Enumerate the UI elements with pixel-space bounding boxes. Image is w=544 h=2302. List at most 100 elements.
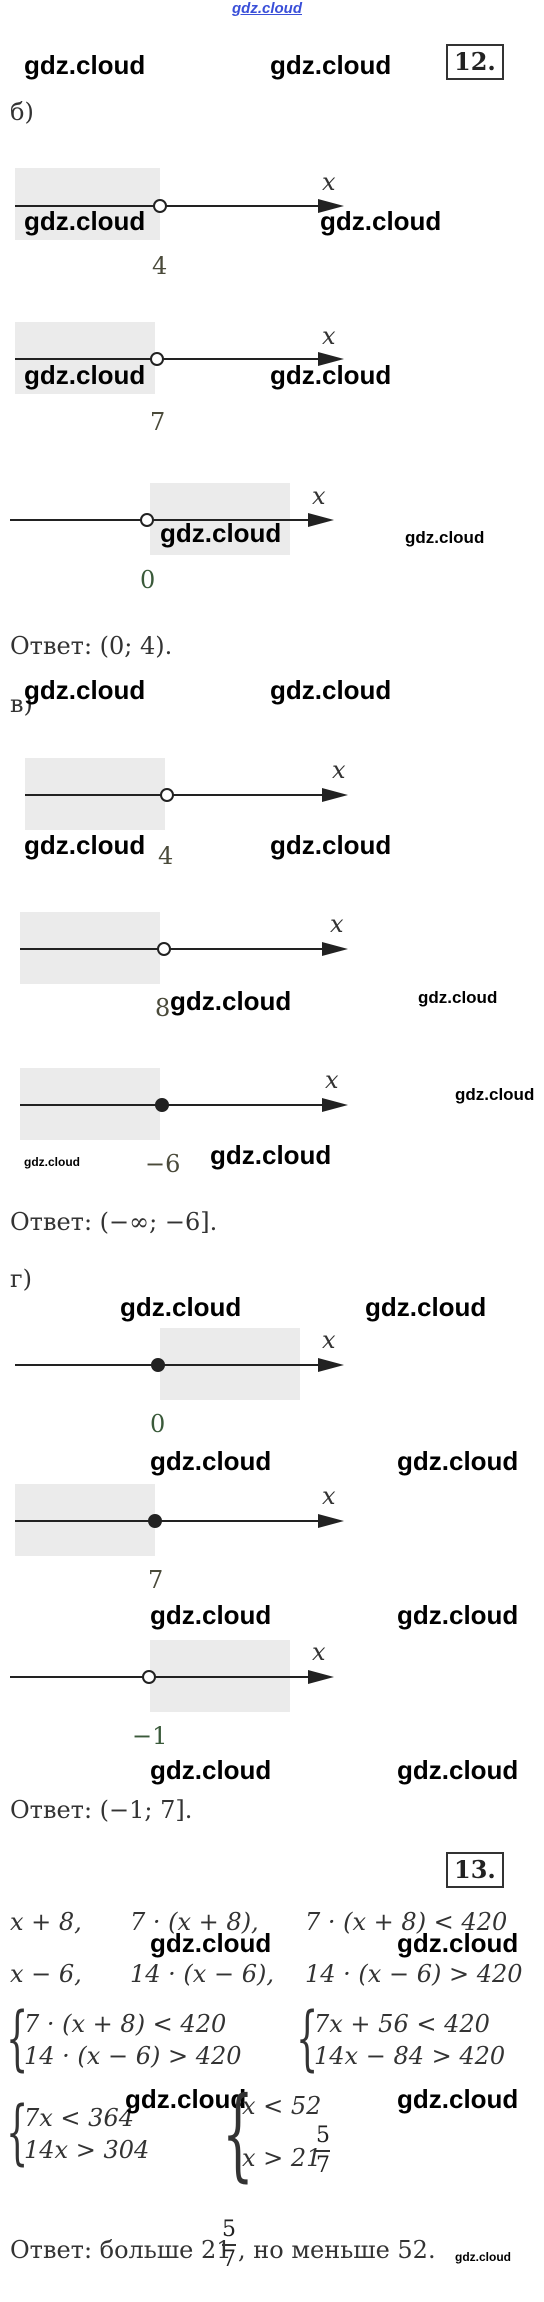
answer-13-prefix: Ответ: больше 21 — [10, 2236, 232, 2264]
watermark: gdz.cloud — [397, 1755, 519, 1785]
shaded-region — [15, 168, 160, 240]
watermark: gdz.cloud — [150, 1600, 272, 1630]
open-point — [150, 352, 164, 366]
watermark: gdz.cloud — [24, 1155, 80, 1169]
watermark: gdz.cloud — [150, 1446, 272, 1476]
closed-point — [148, 1514, 162, 1528]
answer-13-suffix: , но меньше 52. — [238, 2236, 436, 2264]
watermark: gdz.cloud — [120, 1292, 242, 1322]
watermark: gdz.cloud — [24, 50, 146, 80]
axis-label: x — [312, 482, 326, 510]
arrow-icon — [322, 1098, 348, 1112]
brace: { — [296, 1997, 319, 2079]
part-label-v: в) — [10, 690, 33, 718]
system2-line2: 14x − 84 > 420 — [314, 2042, 506, 2070]
watermark: gdz.cloud — [150, 1755, 272, 1785]
watermark: gdz.cloud — [270, 360, 392, 390]
number-line — [25, 794, 325, 796]
watermark: gdz.cloud — [170, 986, 292, 1016]
watermark: gdz.cloud — [270, 675, 392, 705]
arrow-icon — [318, 199, 344, 213]
watermark: gdz.cloud — [210, 1140, 332, 1170]
axis-label: x — [330, 910, 344, 938]
fraction: 5 7 — [222, 2218, 236, 2272]
fraction-numerator: 5 — [222, 2217, 236, 2242]
watermark: gdz.cloud — [397, 1928, 519, 1958]
watermark: gdz.cloud — [270, 830, 392, 860]
fraction-bar — [222, 2244, 236, 2246]
number-line — [15, 1364, 335, 1366]
answer-g: Ответ: (−1; 7]. — [10, 1796, 193, 1824]
system4-line2: x > 21 — [242, 2144, 322, 2172]
system3-line1: 7x < 364 — [24, 2104, 134, 2132]
expr-row2-b: 14 · (x − 6), — [130, 1960, 274, 1988]
answer-v: Ответ: (−∞; −6]. — [10, 1208, 218, 1236]
open-point — [160, 788, 174, 802]
number-line — [20, 948, 325, 950]
watermark: gdz.cloud — [365, 1292, 487, 1322]
fraction-bar — [316, 2150, 330, 2152]
fraction-denominator: 7 — [222, 2246, 236, 2272]
arrow-icon — [318, 352, 344, 366]
task-number-13: 13. — [446, 1852, 504, 1888]
brace: { — [6, 2091, 29, 2173]
point-label: −6 — [145, 1150, 181, 1178]
watermark: gdz.cloud — [455, 1085, 535, 1104]
fraction-denominator: 7 — [316, 2152, 330, 2178]
open-point — [153, 199, 167, 213]
number-line — [15, 205, 320, 207]
point-label: 0 — [140, 566, 156, 594]
point-label: 4 — [152, 252, 168, 280]
expr-row1-c: 7 · (x + 8) < 420 — [305, 1908, 508, 1936]
system1-line2: 14 · (x − 6) > 420 — [24, 2042, 242, 2070]
axis-label: x — [322, 1326, 336, 1354]
watermark: gdz.cloud — [397, 1446, 519, 1476]
watermark: gdz.cloud — [397, 1600, 519, 1630]
axis-label: x — [322, 1482, 336, 1510]
number-line — [20, 1104, 325, 1106]
watermark: gdz.cloud — [160, 518, 282, 548]
expr-row1-b: 7 · (x + 8), — [130, 1908, 259, 1936]
watermark: gdz.cloud — [24, 830, 146, 860]
expr-row2-c: 14 · (x − 6) > 420 — [305, 1960, 523, 1988]
number-line — [15, 1520, 335, 1522]
watermark: gdz.cloud — [418, 988, 498, 1007]
system4-line1: x < 52 — [242, 2092, 322, 2120]
fraction: 5 7 — [316, 2124, 330, 2178]
point-label: 4 — [158, 842, 174, 870]
arrow-icon — [308, 1670, 334, 1684]
point-label: 7 — [150, 408, 166, 436]
point-label: −1 — [132, 1722, 168, 1750]
open-point — [142, 1670, 156, 1684]
arrow-icon — [318, 1358, 344, 1372]
task-number-12: 12. — [446, 44, 504, 80]
watermark: gdz.cloud — [405, 528, 485, 547]
point-label: 7 — [148, 1566, 164, 1594]
brace: { — [6, 1997, 29, 2079]
number-line — [10, 1676, 315, 1678]
arrow-icon — [322, 942, 348, 956]
expr-row2-a: x − 6, — [10, 1960, 82, 1988]
axis-label: x — [322, 168, 336, 196]
point-label: 8 — [155, 994, 171, 1022]
fraction-numerator: 5 — [316, 2123, 330, 2148]
point-label: 0 — [150, 1410, 166, 1438]
watermark: gdz.cloud — [24, 360, 146, 390]
answer-b: Ответ: (0; 4). — [10, 632, 173, 660]
watermark: gdz.cloud — [320, 206, 442, 236]
top-watermark[interactable]: gdz.cloud — [232, 0, 302, 17]
watermark: gdz.cloud — [125, 2084, 247, 2114]
axis-label: x — [325, 1066, 339, 1094]
system3-line2: 14x > 304 — [24, 2136, 150, 2164]
arrow-icon — [322, 788, 348, 802]
watermark: gdz.cloud — [397, 2084, 519, 2114]
arrow-icon — [308, 513, 334, 527]
system1-line1: 7 · (x + 8) < 420 — [24, 2010, 227, 2038]
system2-line1: 7x + 56 < 420 — [314, 2010, 490, 2038]
watermark: gdz.cloud — [270, 50, 392, 80]
arrow-icon — [318, 1514, 344, 1528]
number-line — [10, 519, 312, 521]
closed-point — [151, 1358, 165, 1372]
expr-row1-a: x + 8, — [10, 1908, 82, 1936]
watermark: gdz.cloud — [24, 675, 146, 705]
